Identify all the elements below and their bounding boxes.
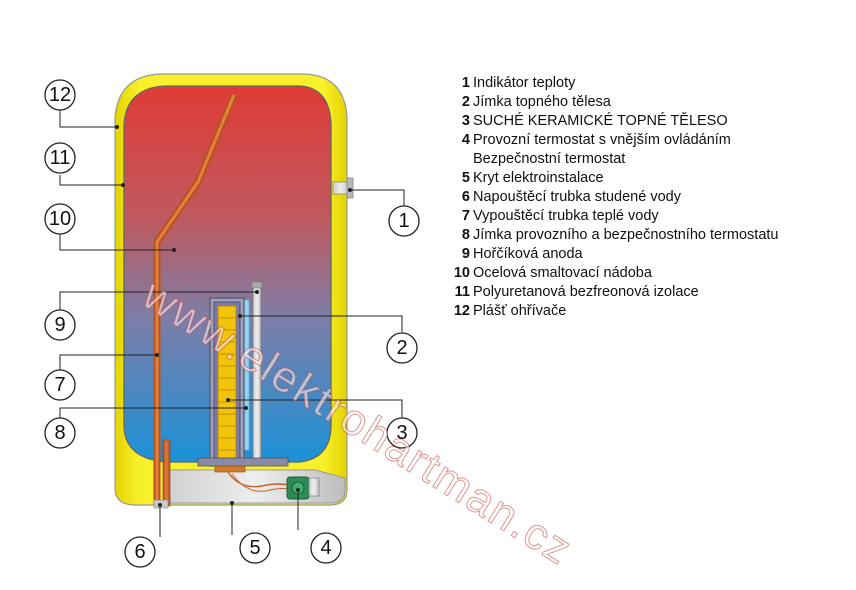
- svg-text:9: 9: [54, 314, 65, 336]
- svg-text:2: 2: [396, 337, 407, 359]
- heater-flange: [197, 457, 289, 467]
- legend-item-4b: Bezpečnostní termostat: [473, 151, 626, 167]
- heating-element-coils: [218, 317, 236, 451]
- flange-base: [214, 465, 246, 473]
- callout-10: 10: [44, 203, 76, 235]
- thermostat-sheath: [243, 299, 250, 451]
- callout-11: 11: [44, 142, 76, 174]
- callout-12: 12: [44, 79, 76, 111]
- ceramic-heating-element: [217, 305, 237, 459]
- svg-text:10: 10: [49, 208, 71, 230]
- callout-9: 9: [44, 309, 76, 341]
- callout-2: 2: [386, 332, 418, 364]
- callout-1: 1: [388, 205, 420, 237]
- callout-7: 7: [44, 369, 76, 401]
- callout-6: 6: [124, 536, 156, 568]
- svg-text:12: 12: [49, 84, 71, 106]
- anode-cap: [251, 281, 263, 289]
- cold-water-inlet-pipe: [162, 439, 171, 507]
- hot-water-outlet-pipe-highlight: [155, 94, 236, 505]
- svg-text:1: 1: [398, 210, 409, 232]
- wiring: [227, 471, 293, 488]
- callout-8: 8: [44, 417, 76, 449]
- magnesium-anode: [252, 286, 262, 461]
- svg-text:7: 7: [54, 374, 65, 396]
- svg-text:6: 6: [134, 541, 145, 563]
- svg-text:5: 5: [249, 537, 260, 559]
- callout-4: 4: [310, 532, 342, 564]
- callout-5: 5: [239, 532, 271, 564]
- svg-text:4: 4: [320, 537, 331, 559]
- thermostat-knob: [308, 477, 320, 497]
- svg-text:8: 8: [54, 422, 65, 444]
- svg-text:11: 11: [50, 147, 71, 169]
- callout-3: 3: [386, 417, 418, 449]
- leader-lines: [59, 107, 405, 537]
- svg-text:3: 3: [396, 422, 407, 444]
